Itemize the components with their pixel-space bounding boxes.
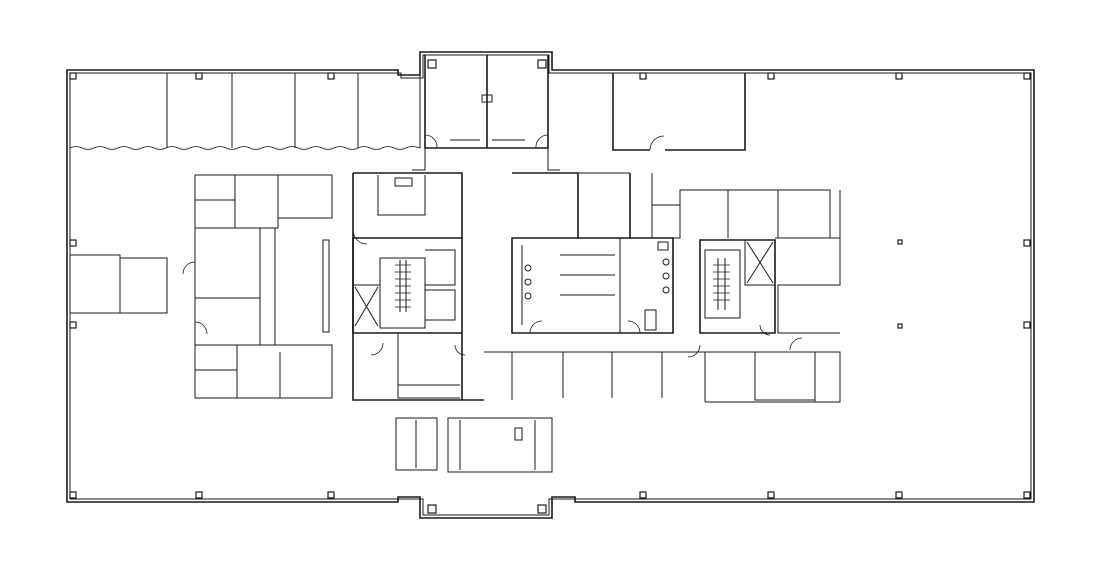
left-small-room	[70, 254, 168, 314]
columns	[69, 59, 1031, 514]
stair-right	[699, 239, 776, 334]
bottom-rooms	[395, 417, 553, 473]
left-core-block	[182, 174, 333, 399]
stair-left	[352, 237, 463, 334]
exterior-wall	[66, 51, 1035, 519]
restrooms	[511, 237, 674, 334]
central-core	[352, 172, 841, 403]
top-right-office	[612, 73, 746, 151]
top-center-lobby	[412, 55, 560, 171]
top-left-offices	[69, 73, 421, 150]
